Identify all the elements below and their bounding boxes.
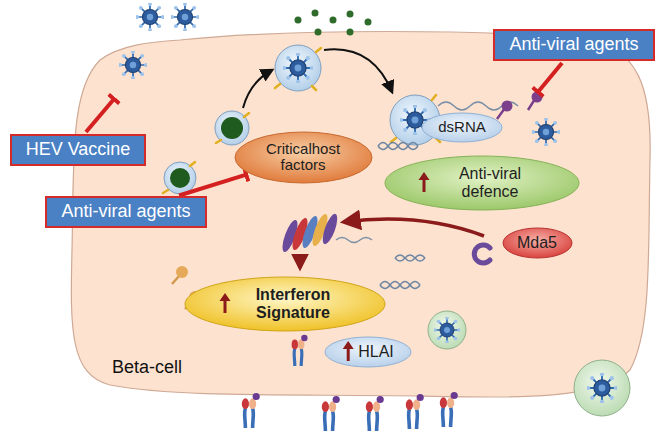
illustration-part — [502, 101, 513, 112]
process-ellipse: Anti-viral defence — [384, 155, 580, 211]
ellipse-outline — [185, 277, 385, 331]
illustration-part — [378, 143, 418, 150]
illustration-part — [282, 52, 314, 84]
endosome-vesicles — [164, 45, 630, 416]
mda5-receptor — [474, 245, 490, 263]
ellipse-outline — [503, 228, 572, 258]
node-label: Interferon Signature — [219, 286, 351, 321]
illustration-part — [347, 11, 354, 18]
illustration-part — [366, 396, 384, 431]
illustration-part — [176, 266, 188, 278]
increase-arrow — [347, 348, 350, 361]
increase-arrow — [423, 179, 426, 192]
illustration-part — [336, 238, 372, 243]
illustration-part — [497, 99, 535, 119]
illustration-part — [406, 394, 424, 429]
illustration-part — [275, 45, 321, 91]
illustration-part — [378, 143, 418, 150]
illustration-part — [330, 17, 337, 24]
node-label: dsRNA — [438, 119, 486, 136]
illustration-part — [242, 393, 260, 428]
node-label: Anti-viral agents — [509, 35, 638, 55]
process-ellipse: dsRNA — [421, 112, 503, 143]
illustration-part — [433, 316, 461, 344]
inhibition-connector — [179, 175, 246, 196]
ellipse-outline — [325, 337, 411, 367]
illustration-part — [221, 117, 243, 139]
illustration-part — [532, 92, 543, 103]
inhibition-bar — [538, 63, 562, 92]
illustration-part — [170, 2, 200, 32]
illustration-part — [320, 212, 340, 245]
increase-arrowhead — [343, 341, 354, 349]
node-label: HEV Vaccine — [26, 140, 131, 160]
illustration-part — [440, 392, 458, 427]
virus-particles — [118, 2, 200, 80]
illustration-part — [380, 282, 420, 289]
trafficking-arrow — [243, 70, 272, 108]
process-ellipse: HLAI — [324, 336, 412, 368]
signal-arrow — [344, 219, 484, 236]
released-particles — [295, 10, 372, 36]
illustration-part — [428, 311, 466, 349]
ellipse-outline — [422, 113, 502, 142]
node-label: Anti-viral agents — [61, 202, 190, 222]
intervention-box: Anti-viral agents — [493, 29, 654, 61]
illustration-part — [170, 168, 190, 188]
illustration-part — [315, 29, 322, 36]
node-label: HLAI — [342, 343, 394, 361]
antiviral-molecules — [497, 92, 543, 120]
illustration-part — [395, 255, 425, 261]
signalling-complex — [279, 212, 372, 253]
ellipse-outline — [385, 156, 579, 210]
ellipse-outline — [235, 132, 372, 183]
illustration-part — [574, 360, 630, 416]
node-label: Criticalhost factors — [259, 141, 347, 174]
intervention-box: HEV Vaccine — [10, 134, 147, 166]
trafficking-arrow — [324, 49, 392, 92]
intervention-box: Anti-viral agents — [45, 196, 206, 228]
illustration-part — [295, 17, 302, 24]
illustration-part — [395, 255, 425, 261]
illustration-part — [586, 372, 618, 404]
increase-arrowhead — [419, 172, 430, 180]
process-ellipse: Interferon Signature — [184, 276, 386, 332]
illustration-part — [292, 335, 308, 366]
increase-arrow — [224, 300, 227, 313]
process-ellipse: Criticalhost factors — [234, 131, 373, 184]
illustration-part — [380, 282, 420, 289]
illustration-part — [135, 2, 165, 32]
illustration-part — [118, 50, 148, 80]
illustration-part — [312, 10, 319, 17]
signal-arrow — [299, 256, 302, 268]
increase-arrowhead — [220, 293, 231, 301]
node-label: Mda5 — [517, 234, 557, 252]
illustration-part — [322, 396, 340, 431]
node-label: Anti-viral defence — [418, 165, 546, 200]
hla-molecules — [242, 335, 458, 431]
virus-particle — [531, 117, 561, 147]
illustration-part — [347, 29, 354, 36]
inhibition-bar — [86, 99, 114, 132]
cell-label: Beta-cell — [112, 358, 182, 378]
process-ellipse: Mda5 — [502, 227, 573, 259]
illustration-part — [365, 19, 372, 26]
